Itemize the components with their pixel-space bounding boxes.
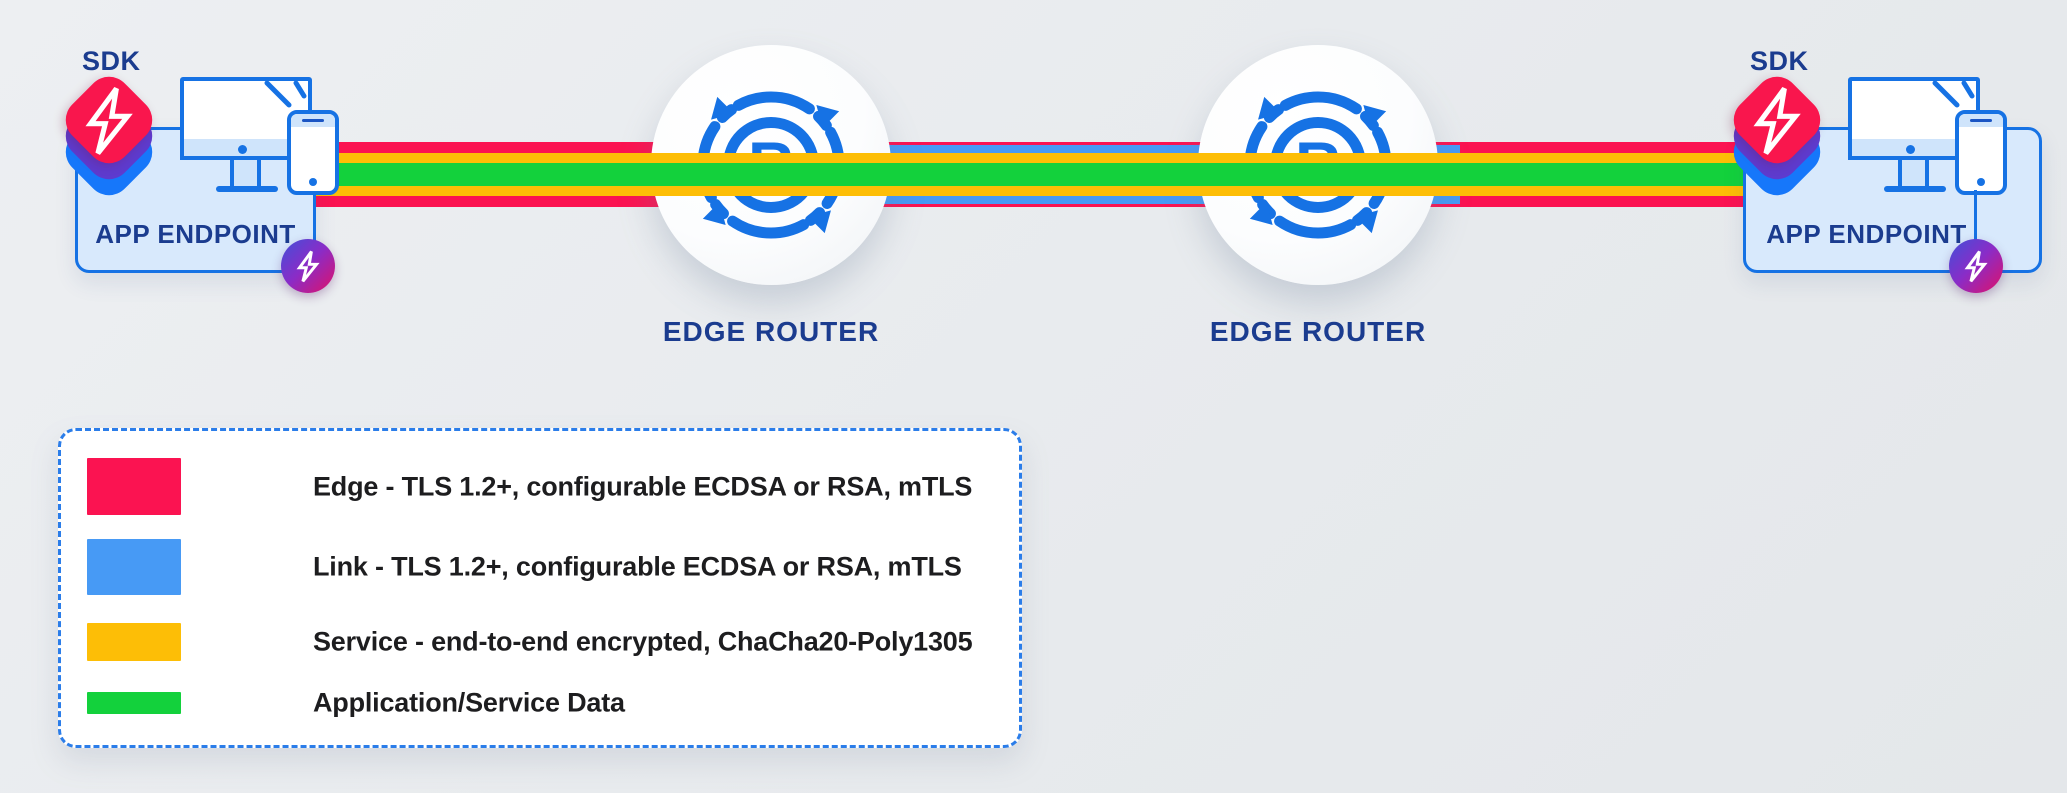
phone-icon bbox=[287, 110, 339, 195]
monitor-stand bbox=[230, 160, 261, 186]
legend-swatch-edge bbox=[87, 458, 181, 515]
legend-row-service: Service - end-to-end encrypted, ChaCha20… bbox=[61, 623, 1019, 661]
app-endpoint-left: APP ENDPOINT SDK bbox=[55, 40, 395, 310]
legend-row-data: Application/Service Data bbox=[61, 688, 1019, 718]
edge-router-label-right: EDGE ROUTER bbox=[1209, 316, 1427, 347]
legend-swatch-data bbox=[87, 692, 181, 714]
legend-box: Edge - TLS 1.2+, configurable ECDSA or R… bbox=[58, 428, 1022, 748]
app-endpoint-label: APP ENDPOINT bbox=[1766, 219, 1967, 249]
sdk-stack-icon bbox=[56, 67, 162, 173]
ziti-bolt-icon bbox=[85, 87, 133, 155]
ziti-bolt-icon bbox=[1753, 87, 1801, 155]
sdk-label: SDK bbox=[82, 46, 141, 76]
phone-home-button bbox=[1977, 178, 1985, 186]
sdk-stack-icon bbox=[1724, 67, 1830, 173]
legend-label-link: Link - TLS 1.2+, configurable ECDSA or R… bbox=[313, 551, 962, 582]
monitor-dot bbox=[238, 145, 247, 154]
badge-connector-line bbox=[1974, 190, 1977, 242]
legend-swatch-service bbox=[87, 623, 181, 661]
legend-label-edge: Edge - TLS 1.2+, configurable ECDSA or R… bbox=[313, 471, 973, 501]
monitor-base bbox=[1884, 186, 1946, 192]
monitor-base bbox=[216, 186, 278, 192]
phone-home-button bbox=[309, 178, 317, 186]
signal-waves-icon bbox=[1932, 80, 1975, 108]
app-endpoint-label: APP ENDPOINT bbox=[95, 219, 296, 249]
signal-waves-icon bbox=[264, 80, 307, 108]
edge-router-label-left: EDGE ROUTER bbox=[662, 316, 880, 347]
ziti-badge-icon bbox=[1949, 239, 2003, 293]
phone-icon bbox=[1955, 110, 2007, 195]
phone-speaker-line bbox=[302, 119, 324, 122]
ziti-bolt-icon bbox=[296, 250, 320, 283]
ziti-bolt-icon bbox=[1964, 250, 1988, 283]
ziti-badge-icon bbox=[281, 239, 335, 293]
app-data-stripe bbox=[305, 163, 1745, 186]
phone-speaker-line bbox=[1970, 119, 1992, 122]
legend-swatch-link bbox=[87, 539, 181, 595]
legend-label-data: Application/Service Data bbox=[313, 687, 625, 718]
monitor-dot bbox=[1906, 145, 1915, 154]
legend-row-edge: Edge - TLS 1.2+, configurable ECDSA or R… bbox=[61, 458, 1019, 515]
monitor-stand bbox=[1898, 160, 1929, 186]
sdk-label: SDK bbox=[1750, 46, 1809, 76]
legend-label-service: Service - end-to-end encrypted, ChaCha20… bbox=[313, 626, 973, 657]
legend-row-link: Link - TLS 1.2+, configurable ECDSA or R… bbox=[61, 539, 1019, 595]
app-endpoint-right: APP ENDPOINT SDK bbox=[1723, 40, 2063, 310]
